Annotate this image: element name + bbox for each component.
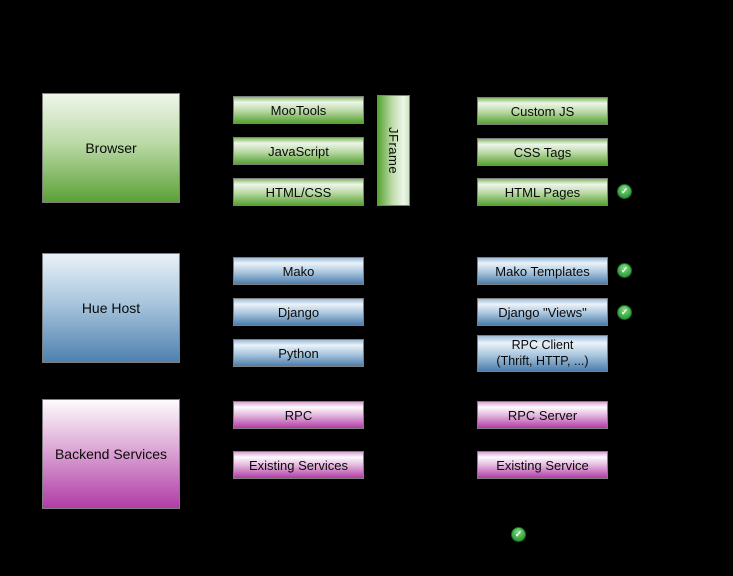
block-mako-text: Mako xyxy=(282,263,315,279)
block-html-css: HTML/CSS xyxy=(233,178,364,206)
block-django-text: Django xyxy=(277,304,320,320)
block-python-text: Python xyxy=(278,345,319,361)
block-django: Django xyxy=(233,298,364,326)
check-glyph: ✓ xyxy=(620,307,629,317)
block-html-pages: HTML Pages xyxy=(477,178,608,206)
block-css-tags: CSS Tags xyxy=(477,138,608,166)
block-mako-templates-text: Mako Templates xyxy=(495,263,590,279)
row-label-browser-text: Browser xyxy=(85,140,137,156)
check-icon: ✓ xyxy=(511,527,526,542)
row-label-hue-host: Hue Host xyxy=(42,253,180,363)
block-rpc-client-text-line2: (Thrift, HTTP, ...) xyxy=(496,353,589,368)
block-existing-services-text: Existing Services xyxy=(249,457,348,473)
block-html-css-text: HTML/CSS xyxy=(265,184,332,200)
row-label-hue-host-text: Hue Host xyxy=(81,300,141,316)
row-label-backend-services-text: Backend Services xyxy=(54,446,168,462)
block-existing-services: Existing Services xyxy=(233,451,364,479)
check-icon: ✓ xyxy=(617,184,632,199)
block-django-views: Django "Views" xyxy=(477,298,608,326)
block-existing-service-text: Existing Service xyxy=(496,457,589,473)
block-rpc-client-text-line1: RPC Client xyxy=(511,337,574,352)
block-javascript: JavaScript xyxy=(233,137,364,165)
block-rpc-server-text: RPC Server xyxy=(507,407,578,423)
block-javascript-text: JavaScript xyxy=(268,143,329,159)
block-custom-js: Custom JS xyxy=(477,97,608,125)
block-rpc-client: RPC Client (Thrift, HTTP, ...) xyxy=(477,335,608,372)
block-mootools-text: MooTools xyxy=(270,102,327,118)
row-label-backend-services: Backend Services xyxy=(42,399,180,509)
block-existing-service: Existing Service xyxy=(477,451,608,479)
check-icon: ✓ xyxy=(617,305,632,320)
check-icon: ✓ xyxy=(617,263,632,278)
check-glyph: ✓ xyxy=(514,529,523,539)
block-custom-js-text: Custom JS xyxy=(510,103,575,119)
block-mootools: MooTools xyxy=(233,96,364,124)
row-label-browser: Browser xyxy=(42,93,180,203)
block-django-views-text: Django "Views" xyxy=(498,304,587,320)
block-jframe-text: JFrame xyxy=(386,126,401,175)
block-python: Python xyxy=(233,339,364,367)
block-mako: Mako xyxy=(233,257,364,285)
block-html-pages-text: HTML Pages xyxy=(504,184,581,200)
block-rpc-text: RPC xyxy=(284,407,313,423)
block-rpc: RPC xyxy=(233,401,364,429)
block-jframe: JFrame xyxy=(377,95,410,206)
block-mako-templates: Mako Templates xyxy=(477,257,608,285)
check-glyph: ✓ xyxy=(620,265,629,275)
block-rpc-server: RPC Server xyxy=(477,401,608,429)
check-glyph: ✓ xyxy=(620,186,629,196)
block-css-tags-text: CSS Tags xyxy=(513,144,572,160)
